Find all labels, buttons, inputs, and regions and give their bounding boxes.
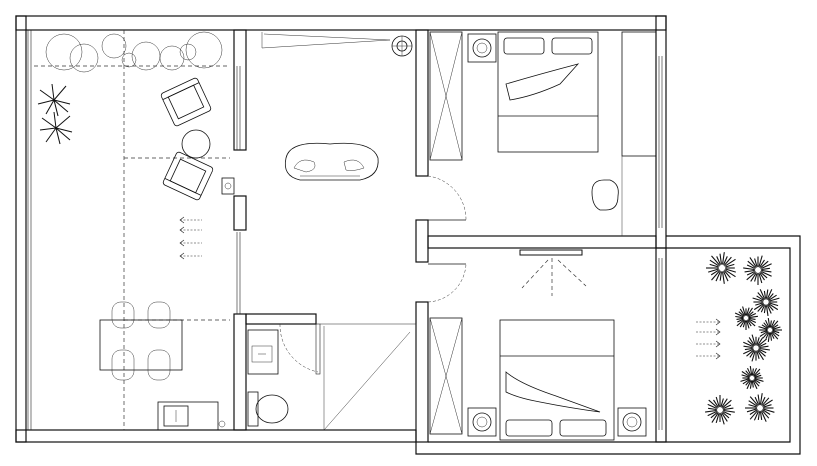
balcony-plant [734,306,758,330]
balcony-plant [705,395,735,425]
balcony-plant [745,393,775,422]
balcony-plant [743,255,772,285]
balcony-plant [743,334,770,362]
balcony-plant [706,252,736,284]
nightstand-upper [467,33,497,63]
palm-plant-1 [37,83,71,117]
airflow-arrows-living [179,216,202,260]
outer-walls [15,15,801,455]
bedroom-lower [429,249,647,441]
nightstand-lower-left [467,407,497,437]
floor-lamp [391,35,413,57]
balcony-plants [705,252,782,425]
dining-table [99,301,183,381]
outlet-box [221,177,235,195]
balcony-plant [758,318,782,342]
wardrobe-lower [429,317,463,435]
armchair-1 [160,77,212,127]
bed-upper [497,31,599,153]
pouf [591,179,619,211]
bed-lower [499,319,615,441]
ac-unit [519,249,583,256]
washbasin [247,329,279,375]
bedroom-upper [429,31,657,236]
living-room [34,30,235,431]
shrub-row [45,31,223,73]
sofa [284,142,379,181]
entry-hall [261,32,467,303]
palm-plant-2 [39,111,73,145]
kitchen-sink [157,401,226,431]
side-table [181,129,211,159]
airflow-arrows-balcony [696,318,721,360]
windows [27,30,663,430]
balcony-plant [740,366,764,390]
bathroom [247,323,417,431]
balcony [696,318,721,360]
armchair-2 [162,151,214,201]
nightstand-lower-right [617,407,647,437]
cabinet-upper [621,31,657,157]
balcony-plant [752,289,780,316]
toilet [247,391,289,427]
wardrobe-upper [429,31,463,161]
